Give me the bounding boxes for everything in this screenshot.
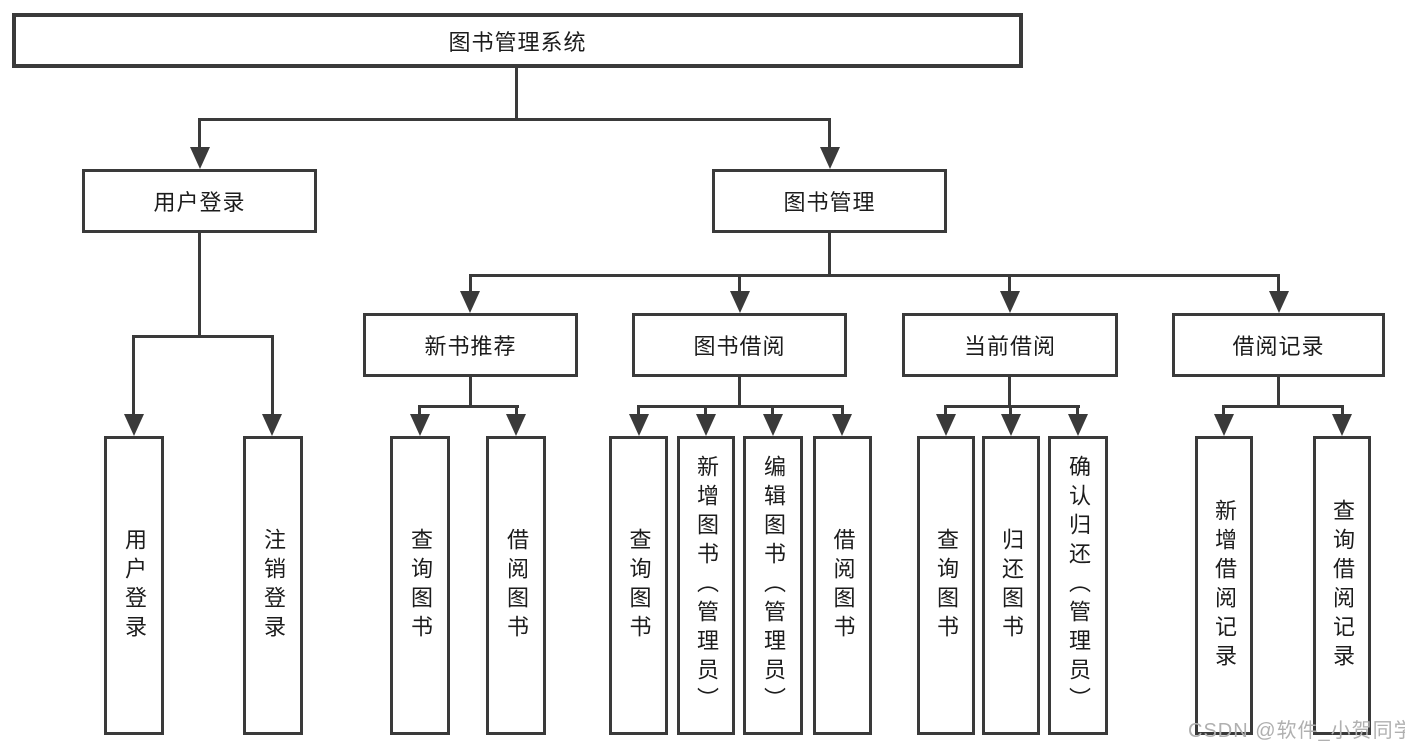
connector-line	[738, 274, 741, 294]
arrowhead-down-icon	[262, 414, 282, 436]
arrowhead-down-icon	[730, 291, 750, 313]
arrowhead-down-icon	[1000, 291, 1020, 313]
connector-line	[1008, 274, 1011, 294]
leaf-logout-label: 注销登录	[261, 527, 286, 644]
connector-line	[1277, 377, 1280, 405]
connector-line	[132, 335, 274, 338]
csdn-watermark: CSDN @软件_小贺同学	[1188, 720, 1405, 742]
node-book-borrow: 图书借阅	[632, 313, 847, 377]
node-borrow-record: 借阅记录	[1172, 313, 1385, 377]
arrowhead-down-icon	[1269, 291, 1289, 313]
connector-line	[469, 274, 1280, 277]
arrowhead-down-icon	[1332, 414, 1352, 436]
leaf-add-book-admin: 新增图书（管理员）	[677, 436, 735, 735]
node-new-book-recommend-label: 新书推荐	[424, 334, 517, 359]
leaf-return-book: 归还图书	[982, 436, 1040, 735]
connector-line	[944, 405, 947, 416]
leaf-confirm-return-admin-label: 确认归还（管理员）	[1066, 455, 1091, 716]
connector-line	[771, 405, 774, 416]
connector-line	[637, 405, 640, 416]
arrowhead-down-icon	[190, 147, 210, 169]
arrowhead-down-icon	[124, 414, 144, 436]
connector-line	[1008, 377, 1011, 405]
connector-line	[469, 274, 472, 294]
connector-line	[1009, 405, 1012, 416]
leaf-search-book-borrow: 查询图书	[609, 436, 668, 735]
connector-line	[198, 118, 201, 150]
leaf-borrow-book-recommend: 借阅图书	[486, 436, 546, 735]
leaf-search-book-current: 查询图书	[917, 436, 975, 735]
node-current-borrow: 当前借阅	[902, 313, 1118, 377]
leaf-search-borrow-record-label: 查询借阅记录	[1330, 498, 1355, 673]
node-borrow-record-label: 借阅记录	[1232, 334, 1325, 359]
arrowhead-down-icon	[629, 414, 649, 436]
connector-line	[828, 118, 831, 150]
leaf-search-book-borrow-label: 查询图书	[626, 527, 652, 644]
arrowhead-down-icon	[506, 414, 526, 436]
connector-line	[271, 335, 274, 417]
leaf-edit-book-admin-label: 编辑图书（管理员）	[761, 455, 786, 716]
leaf-edit-book-admin: 编辑图书（管理员）	[743, 436, 803, 735]
leaf-confirm-return-admin: 确认归还（管理员）	[1048, 436, 1108, 735]
node-book-management-label: 图书管理	[783, 190, 876, 215]
node-new-book-recommend: 新书推荐	[363, 313, 578, 377]
node-library-system: 图书管理系统	[12, 13, 1023, 68]
arrowhead-down-icon	[1001, 414, 1021, 436]
connector-line	[418, 405, 519, 408]
arrowhead-down-icon	[410, 414, 430, 436]
connector-line	[1076, 405, 1079, 416]
leaf-return-book-label: 归还图书	[999, 527, 1024, 644]
connector-line	[515, 405, 518, 416]
connector-line	[704, 405, 707, 416]
leaf-add-borrow-record: 新增借阅记录	[1195, 436, 1253, 735]
leaf-borrow-book-recommend-label: 借阅图书	[504, 527, 529, 644]
leaf-borrow-book-label: 借阅图书	[830, 527, 856, 644]
connector-line	[637, 405, 844, 408]
node-book-borrow-label: 图书借阅	[693, 334, 786, 359]
arrowhead-down-icon	[936, 414, 956, 436]
leaf-search-book-recommend: 查询图书	[390, 436, 450, 735]
connector-line	[944, 405, 1080, 408]
connector-line	[828, 233, 831, 274]
connector-line	[469, 377, 472, 405]
leaf-user-login-label: 用户登录	[122, 527, 147, 644]
connector-line	[1277, 274, 1280, 294]
arrowhead-down-icon	[763, 414, 783, 436]
connector-line	[198, 233, 201, 335]
arrowhead-down-icon	[460, 291, 480, 313]
node-user-login: 用户登录	[82, 169, 317, 233]
arrowhead-down-icon	[1068, 414, 1088, 436]
node-current-borrow-label: 当前借阅	[963, 334, 1056, 359]
connector-line	[1222, 405, 1225, 416]
leaf-borrow-book: 借阅图书	[813, 436, 872, 735]
leaf-search-book-recommend-label: 查询图书	[408, 527, 433, 644]
connector-line	[198, 118, 831, 121]
leaf-search-book-current-label: 查询图书	[934, 527, 959, 644]
arrowhead-down-icon	[820, 147, 840, 169]
arrowhead-down-icon	[1214, 414, 1234, 436]
leaf-add-book-admin-label: 新增图书（管理员）	[694, 455, 719, 716]
connector-line	[418, 405, 421, 416]
leaf-search-borrow-record: 查询借阅记录	[1313, 436, 1371, 735]
leaf-add-borrow-record-label: 新增借阅记录	[1212, 498, 1237, 673]
node-user-login-label: 用户登录	[153, 190, 246, 215]
connector-line	[132, 335, 135, 417]
leaf-user-login: 用户登录	[104, 436, 164, 735]
arrowhead-down-icon	[696, 414, 716, 436]
node-book-management: 图书管理	[712, 169, 947, 233]
connector-line	[1222, 405, 1344, 408]
connector-line	[515, 68, 518, 118]
connector-line	[738, 377, 741, 405]
arrowhead-down-icon	[832, 414, 852, 436]
connector-line	[1341, 405, 1344, 416]
leaf-logout: 注销登录	[243, 436, 303, 735]
connector-line	[841, 405, 844, 416]
node-library-system-label: 图书管理系统	[448, 29, 587, 55]
